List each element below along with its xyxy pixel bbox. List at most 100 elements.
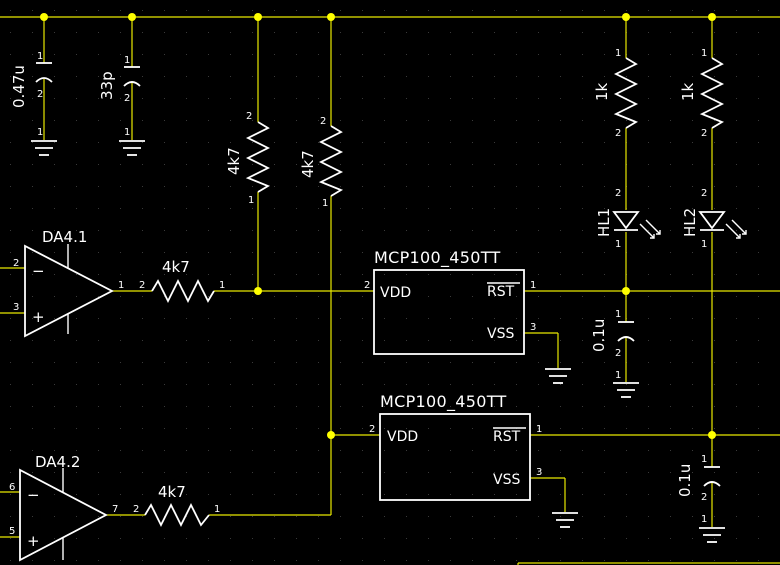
pin-number: 5 — [9, 526, 15, 537]
pin-number: 1 — [322, 198, 328, 209]
pin-number: 1 — [118, 280, 124, 291]
pin-number: 1 — [701, 48, 707, 59]
ground-symbol — [552, 512, 578, 528]
led-hl1[interactable]: 2 1 HL1 — [595, 188, 661, 250]
junction-dot — [254, 287, 262, 295]
pin-name-vdd: VDD — [380, 285, 411, 301]
inverting-input-sign: − — [27, 486, 40, 504]
background-grid — [10, 10, 759, 561]
capacitor-c1[interactable]: 1 2 1 0.47u — [10, 51, 57, 156]
capacitor-c2[interactable]: 1 2 1 33p — [98, 55, 145, 156]
opamp-reference: DA4.1 — [42, 228, 87, 246]
pin-name-vss: VSS — [487, 326, 514, 342]
ic-mcp100-1[interactable]: MCP100_450TT VDD RST VSS 2 1 3 — [364, 248, 571, 384]
ic-part-name: MCP100_450TT — [374, 248, 501, 268]
led-hl2[interactable]: 2 1 HL2 — [681, 188, 747, 250]
resistor-pullup-1[interactable]: 2 1 4k7 — [225, 111, 271, 206]
ic-mcp100-2[interactable]: MCP100_450TT VDD RST VSS 2 1 3 — [369, 392, 578, 528]
pin-number: 2 — [246, 111, 252, 122]
capacitor-value: 0.1u — [676, 464, 694, 497]
wires — [0, 16, 780, 565]
capacitor-value: 33p — [98, 71, 116, 100]
resistor-value: 1k — [593, 82, 611, 101]
ic-part-name: MCP100_450TT — [380, 392, 507, 412]
pin-number: 1 — [37, 51, 43, 62]
opamp-da4-1[interactable]: DA4.1 − + 2 3 1 — [13, 228, 124, 338]
junction-dot — [622, 287, 630, 295]
pin-number: 2 — [369, 424, 375, 435]
junction-dot — [327, 431, 335, 439]
pin-number: 2 — [615, 348, 621, 359]
pin-name-rst: RST — [493, 429, 521, 445]
pin-number: 1 — [248, 195, 254, 206]
pin-number: 1 — [615, 370, 621, 381]
junctions — [40, 13, 716, 439]
pin-number: 2 — [37, 89, 43, 100]
inverting-input-sign: − — [32, 262, 45, 280]
ground-symbol — [119, 140, 145, 156]
resistor-value: 4k7 — [158, 483, 186, 501]
pin-number: 2 — [701, 492, 707, 503]
pin-number: 1 — [701, 454, 707, 465]
capacitor-c3[interactable]: 1 2 1 0.1u — [590, 309, 639, 398]
pin-number: 3 — [536, 467, 542, 478]
pin-number: 2 — [364, 280, 370, 291]
resistor-series-1[interactable]: 4k7 2 1 — [139, 258, 225, 304]
pin-number: 3 — [13, 302, 19, 313]
pin-number: 3 — [530, 322, 536, 333]
junction-dot — [622, 13, 630, 21]
resistor-led-2[interactable]: 1 2 1k — [679, 48, 725, 139]
resistor-value: 4k7 — [162, 258, 190, 276]
resistor-value: 4k7 — [225, 147, 243, 175]
pin-number: 1 — [214, 504, 220, 515]
resistor-value: 1k — [679, 82, 697, 101]
junction-dot — [708, 13, 716, 21]
led-reference: HL2 — [681, 208, 699, 237]
pin-name-rst: RST — [487, 284, 515, 300]
pin-number: 2 — [701, 128, 707, 139]
pin-number: 2 — [124, 93, 130, 104]
ground-symbol — [545, 368, 571, 384]
pin-name-vss: VSS — [493, 472, 520, 488]
ground-symbol — [613, 382, 639, 398]
ground-symbol — [31, 140, 57, 156]
resistor-pullup-2[interactable]: 2 1 4k7 — [299, 116, 344, 209]
pin-number: 2 — [701, 188, 707, 199]
opamp-da4-2[interactable]: DA4.2 − + 6 5 7 — [9, 453, 118, 562]
junction-dot — [40, 13, 48, 21]
pin-number: 2 — [615, 128, 621, 139]
noninverting-input-sign: + — [32, 308, 45, 326]
pin-number: 1 — [37, 127, 43, 138]
pin-number: 2 — [133, 504, 139, 515]
pin-number: 2 — [320, 116, 326, 127]
pin-number: 2 — [615, 188, 621, 199]
capacitor-c4[interactable]: 1 2 1 0.1u — [676, 454, 725, 543]
capacitor-value: 0.47u — [10, 65, 28, 108]
junction-dot — [254, 13, 262, 21]
pin-number: 1 — [615, 48, 621, 59]
opamp-reference: DA4.2 — [35, 453, 80, 471]
pin-number: 1 — [701, 239, 707, 250]
pin-number: 2 — [139, 280, 145, 291]
pin-number: 1 — [615, 239, 621, 250]
ground-symbol — [699, 527, 725, 543]
pin-number: 1 — [615, 309, 621, 320]
resistor-value: 4k7 — [299, 150, 317, 178]
junction-dot — [128, 13, 136, 21]
pin-number: 1 — [536, 424, 542, 435]
junction-dot — [327, 13, 335, 21]
pin-number: 2 — [13, 258, 19, 269]
resistor-led-1[interactable]: 1 2 1k — [593, 48, 639, 139]
pin-number: 1 — [124, 55, 130, 66]
pin-number: 1 — [124, 127, 130, 138]
pin-number: 1 — [530, 280, 536, 291]
pin-number: 1 — [219, 280, 225, 291]
resistor-series-2[interactable]: 4k7 2 1 — [133, 483, 220, 528]
pin-number: 1 — [701, 514, 707, 525]
pin-name-vdd: VDD — [387, 429, 418, 445]
noninverting-input-sign: + — [27, 532, 40, 550]
junction-dot — [708, 431, 716, 439]
pin-number: 6 — [9, 482, 15, 493]
pin-number: 7 — [112, 504, 118, 515]
